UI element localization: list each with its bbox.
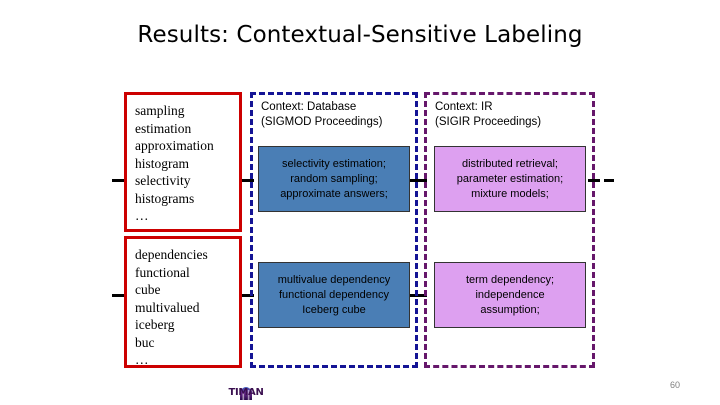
context-label-line-2: (SIGIR Proceedings): [435, 116, 542, 128]
connector-stub-right-top: [241, 179, 254, 182]
result-line: functional dependency: [278, 288, 390, 301]
result-text-block: multivalue dependency functional depende…: [278, 273, 391, 318]
result-line: Iceberg cube: [302, 303, 366, 316]
page-number: 60: [669, 380, 680, 390]
result-line: random sampling;: [290, 172, 378, 185]
connector-stub-left-top: [112, 179, 125, 182]
result-line: distributed retrieval;: [461, 157, 558, 170]
keyword-term: multivalued: [135, 299, 200, 315]
context-label-line-1: Context: Database: [261, 101, 357, 113]
connector-stub-right-bottom: [241, 294, 254, 297]
keyword-term: selectivity: [135, 173, 191, 188]
result-box-ir-bottom: term dependency; independence assumption…: [434, 262, 586, 328]
keyword-cluster-1: sampling estimation approximation histog…: [124, 92, 242, 232]
result-line: approximate answers;: [280, 187, 388, 200]
result-line: term dependency;: [465, 273, 555, 286]
keyword-term: functional: [135, 264, 190, 280]
context-group-database: Context: Database (SIGMOD Proceedings): [250, 92, 418, 368]
connector-stub-left-bottom: [112, 294, 125, 297]
result-text-block: term dependency; independence assumption…: [466, 273, 554, 318]
keyword-term: histograms: [135, 190, 195, 206]
keyword-term: sampling: [135, 103, 185, 118]
timan-logo-mark: [240, 387, 252, 400]
keyword-term: histogram: [135, 155, 189, 171]
result-line: selectivity estimation;: [282, 157, 386, 170]
keyword-term-ellipsis: …: [135, 352, 149, 367]
result-text-block: selectivity estimation; random sampling;…: [280, 157, 388, 202]
connector-stub-mid-top: [409, 179, 427, 182]
connector-stub-mid-bottom: [409, 294, 427, 297]
result-line: independence: [475, 288, 545, 301]
context-group-ir: Context: IR (SIGIR Proceedings): [424, 92, 595, 368]
page-title: Results: Contextual-Sensitive Labeling: [137, 22, 583, 48]
context-label-ir: Context: IR (SIGIR Proceedings): [435, 100, 541, 130]
connector-stub-far-right-b: [604, 179, 614, 182]
keyword-term: dependencies: [135, 247, 208, 262]
result-line: mixture models;: [471, 187, 549, 200]
keyword-term: buc: [135, 334, 155, 350]
context-label-line-1: Context: IR: [435, 101, 493, 113]
keyword-term: cube: [135, 282, 161, 297]
keyword-cluster-2: dependencies functional cube multivalued…: [124, 236, 242, 368]
result-line: multivalue dependency: [277, 273, 391, 286]
result-line: assumption;: [480, 303, 540, 316]
result-line: parameter estimation;: [456, 172, 564, 185]
keyword-term-ellipsis: …: [135, 208, 149, 223]
result-text-block: distributed retrieval; parameter estimat…: [457, 157, 563, 202]
result-box-database-bottom: multivalue dependency functional depende…: [258, 262, 410, 328]
context-label-line-2: (SIGMOD Proceedings): [261, 116, 383, 128]
timan-logo: TIMAN: [222, 383, 270, 401]
keyword-term: estimation: [135, 120, 192, 136]
timan-logo-text: TIMAN: [228, 387, 264, 398]
keyword-term: approximation: [135, 138, 214, 153]
result-box-ir-top: distributed retrieval; parameter estimat…: [434, 146, 586, 212]
result-box-database-top: selectivity estimation; random sampling;…: [258, 146, 410, 212]
keyword-term: iceberg: [135, 317, 175, 332]
context-label-database: Context: Database (SIGMOD Proceedings): [261, 100, 382, 130]
